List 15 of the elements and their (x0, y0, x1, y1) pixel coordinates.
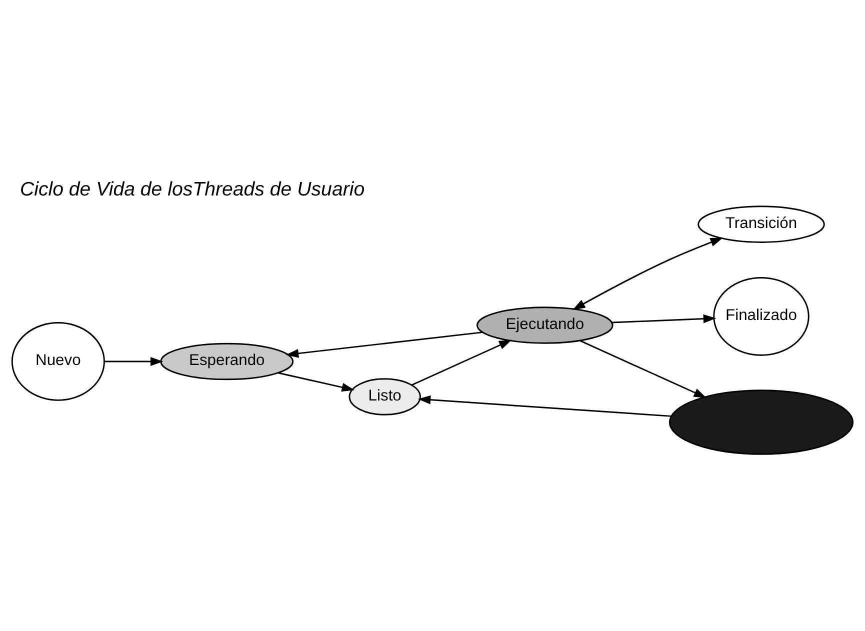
node-ellipse: Esperando (160, 342, 294, 380)
node-ellipse: Transición (698, 206, 825, 243)
arrow (418, 395, 672, 417)
arrow (104, 357, 164, 366)
arrow (580, 340, 707, 398)
arrow (278, 372, 355, 392)
arrow (612, 314, 716, 324)
arrow (572, 238, 724, 310)
arrow (412, 340, 512, 386)
node-ellipse: Ejecutando (476, 306, 614, 344)
node-ellipse: Listo (348, 378, 421, 416)
arrow (286, 332, 482, 358)
node-ellipse: Finalizado (713, 276, 810, 356)
node-ellipse: Nuevo (11, 322, 105, 401)
diagram-title: Ciclo de Vida de losThreads de Usuario (20, 178, 365, 201)
